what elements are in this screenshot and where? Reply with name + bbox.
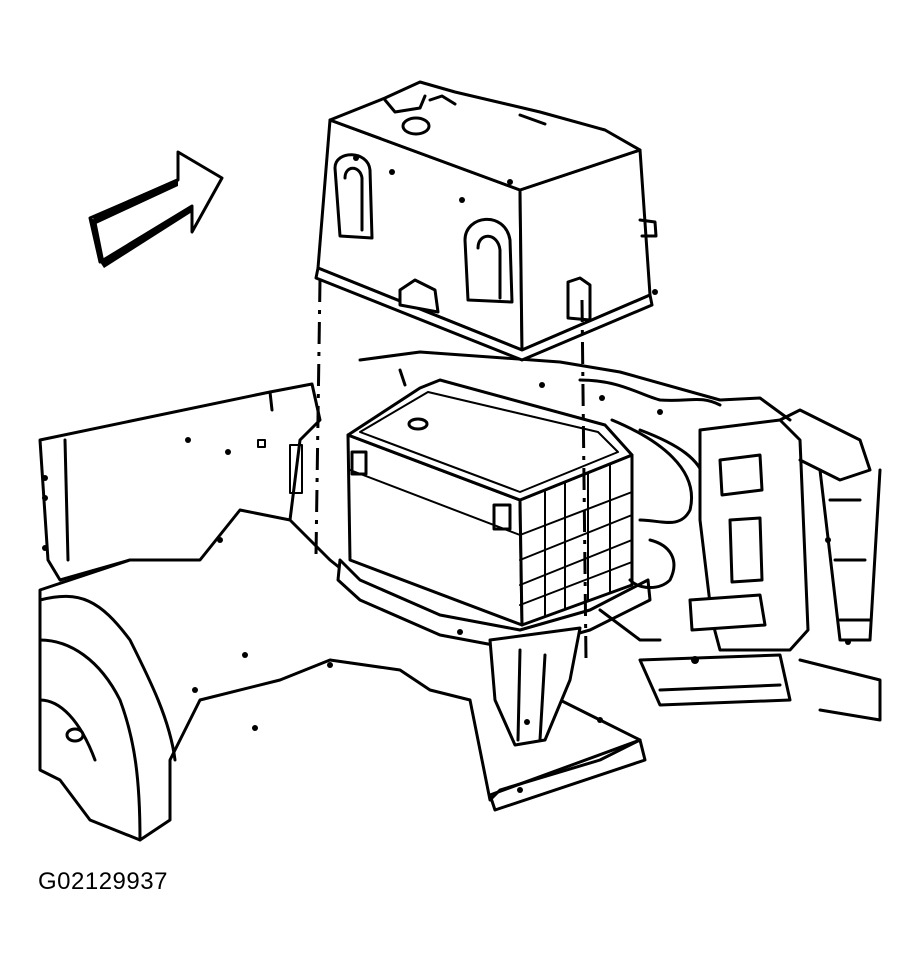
battery	[346, 378, 634, 627]
battery-cover	[314, 80, 658, 362]
alignment-lines	[314, 279, 588, 661]
arrow-right-up-icon	[88, 150, 224, 268]
figure-id-label: G02129937	[38, 868, 168, 895]
battery-tray	[336, 558, 652, 747]
engine-compartment-parts	[358, 350, 882, 722]
